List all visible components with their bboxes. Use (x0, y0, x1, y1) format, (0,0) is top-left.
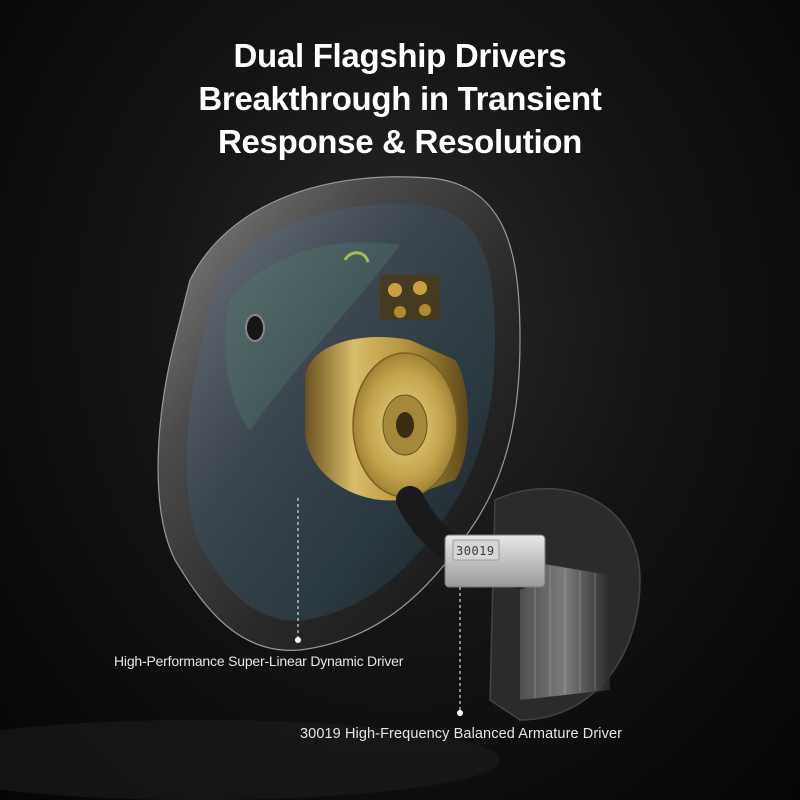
callout-dot-ba (457, 710, 463, 716)
faceplate-sheen (225, 242, 400, 430)
dynamic-driver-caption: High-Performance Super-Linear Dynamic Dr… (114, 653, 404, 669)
headline-line-2: Breakthrough in Transient (198, 80, 602, 117)
balanced-armature-caption: 30019 High-Frequency Balanced Armature D… (300, 726, 623, 742)
ba-driver-code: 30019 (456, 544, 495, 558)
screw-hole (245, 314, 265, 342)
balanced-armature-driver: 30019 (444, 534, 546, 588)
callout-dot-dynamic (295, 637, 301, 643)
dynamic-driver (305, 336, 469, 501)
floor-reflection (0, 720, 500, 800)
headline-line-1: Dual Flagship Drivers (233, 37, 567, 74)
headline: Dual Flagship Drivers Breakthrough in Tr… (0, 34, 800, 163)
internal-wiring (343, 251, 440, 320)
headline-line-3: Response & Resolution (217, 123, 583, 160)
